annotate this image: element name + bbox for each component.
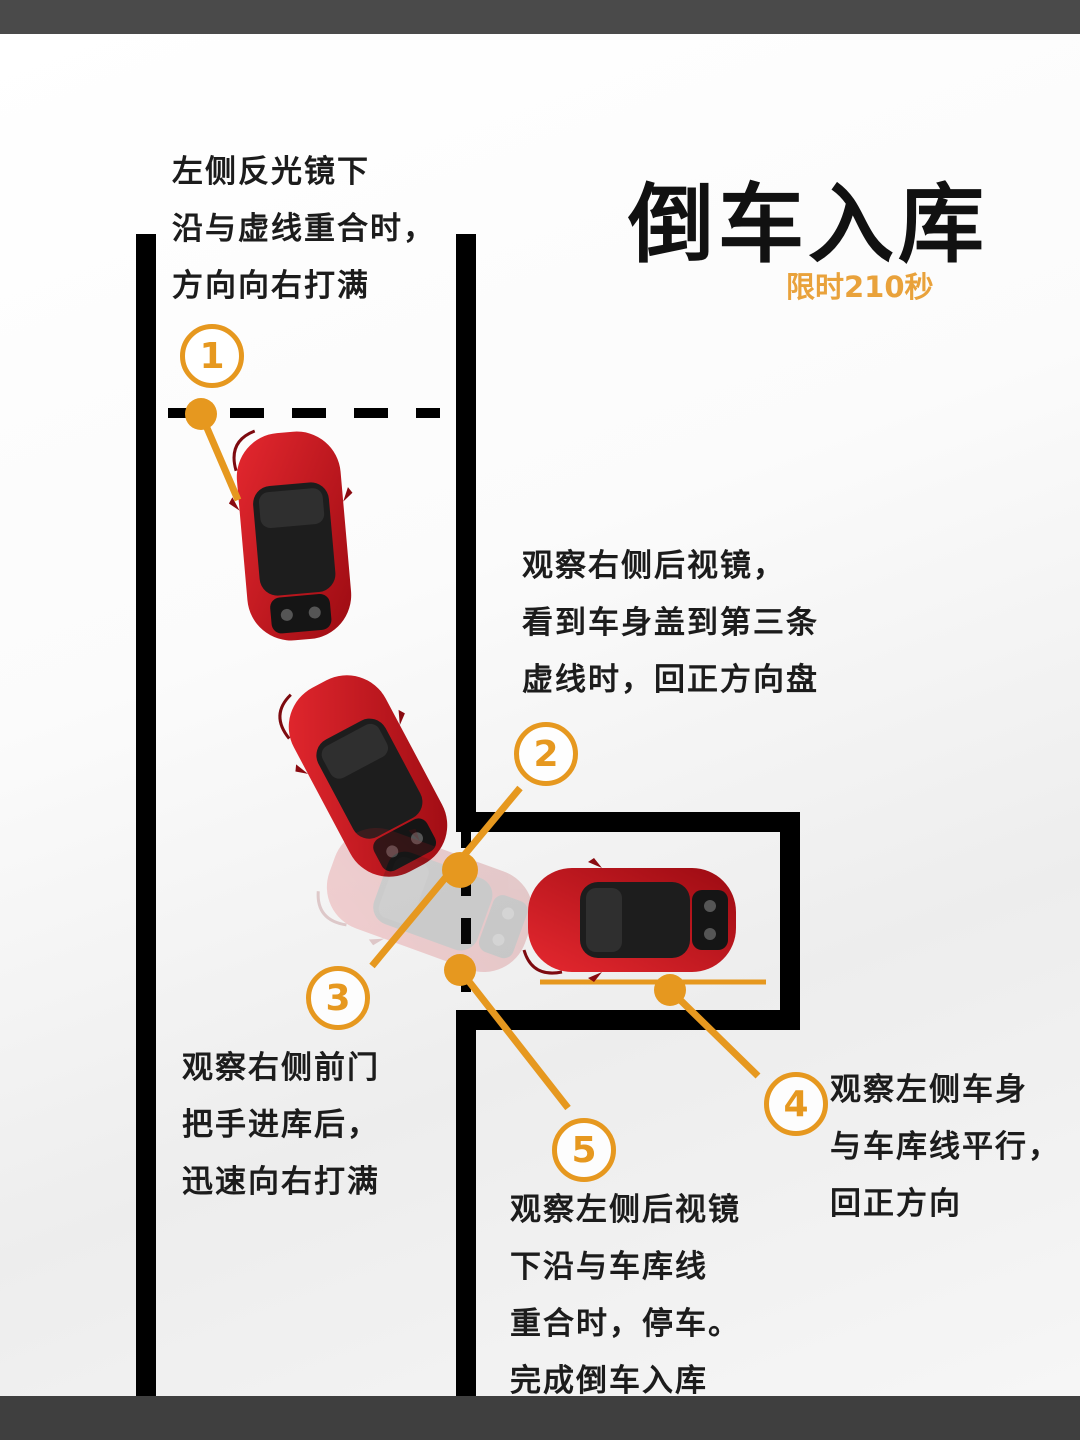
- step-3-line-1: 观察右侧前门: [182, 1050, 380, 1086]
- callout-1-dot: [185, 398, 217, 430]
- step-1-line-1: 左侧反光镜下: [172, 154, 370, 190]
- step-4-note: 观察左侧车身 与车库线平行， 回正方向: [830, 1062, 1061, 1233]
- step-2-number: 2: [514, 722, 578, 786]
- step-5-line-4: 完成倒车入库: [510, 1363, 708, 1396]
- page-title: 倒车入库: [628, 175, 988, 275]
- step-2-line-1: 观察右侧后视镜，: [522, 548, 786, 584]
- step-1-line-3: 方向向右打满: [172, 268, 370, 304]
- step-5-line-2: 下沿与车库线: [510, 1249, 708, 1285]
- parking-diagram: [136, 234, 800, 1396]
- step-3-note: 观察右侧前门 把手进库后， 迅速向右打满: [182, 1040, 380, 1211]
- car-position-parked: [522, 856, 738, 984]
- step-3-number: 3: [306, 966, 370, 1030]
- step-2-line-2: 看到车身盖到第三条: [522, 605, 819, 641]
- step-2-note: 观察右侧后视镜， 看到车身盖到第三条 虚线时，回正方向盘: [522, 538, 819, 709]
- step-1-number: 1: [180, 324, 244, 388]
- step-5-line-3: 重合时，停车。: [510, 1306, 741, 1342]
- step-5-number: 5: [552, 1118, 616, 1182]
- diagram-canvas: 倒车入库 限时210秒 1 2 3 4 5 左侧反光镜下 沿与虚线重合时， 方向…: [0, 34, 1080, 1396]
- callout-5-pointer: [457, 967, 571, 1111]
- step-5-line-1: 观察左侧后视镜: [510, 1192, 741, 1228]
- callout-4-dot: [654, 974, 686, 1006]
- callout-5-dot: [444, 954, 476, 986]
- step-2-line-3: 虚线时，回正方向盘: [522, 662, 819, 698]
- step-1-note: 左侧反光镜下 沿与虚线重合时， 方向向右打满: [172, 144, 436, 315]
- callout-4-pointer: [667, 987, 761, 1079]
- step-4-number: 4: [764, 1072, 828, 1136]
- step-3-line-3: 迅速向右打满: [182, 1164, 380, 1200]
- top-frame-bar: [0, 0, 1080, 34]
- step-1-line-2: 沿与虚线重合时，: [172, 211, 436, 247]
- bottom-frame-bar: [0, 1396, 1080, 1440]
- callout-2-dot: [442, 852, 478, 888]
- step-4-line-3: 回正方向: [830, 1186, 962, 1222]
- car-position-1: [221, 421, 367, 647]
- step-3-line-2: 把手进库后，: [182, 1107, 380, 1143]
- page-subtitle: 限时210秒: [786, 270, 934, 304]
- step-4-line-1: 观察左侧车身: [830, 1072, 1028, 1108]
- step-5-note: 观察左侧后视镜 下沿与车库线 重合时，停车。 完成倒车入库: [510, 1182, 741, 1396]
- step-4-line-2: 与车库线平行，: [830, 1129, 1061, 1165]
